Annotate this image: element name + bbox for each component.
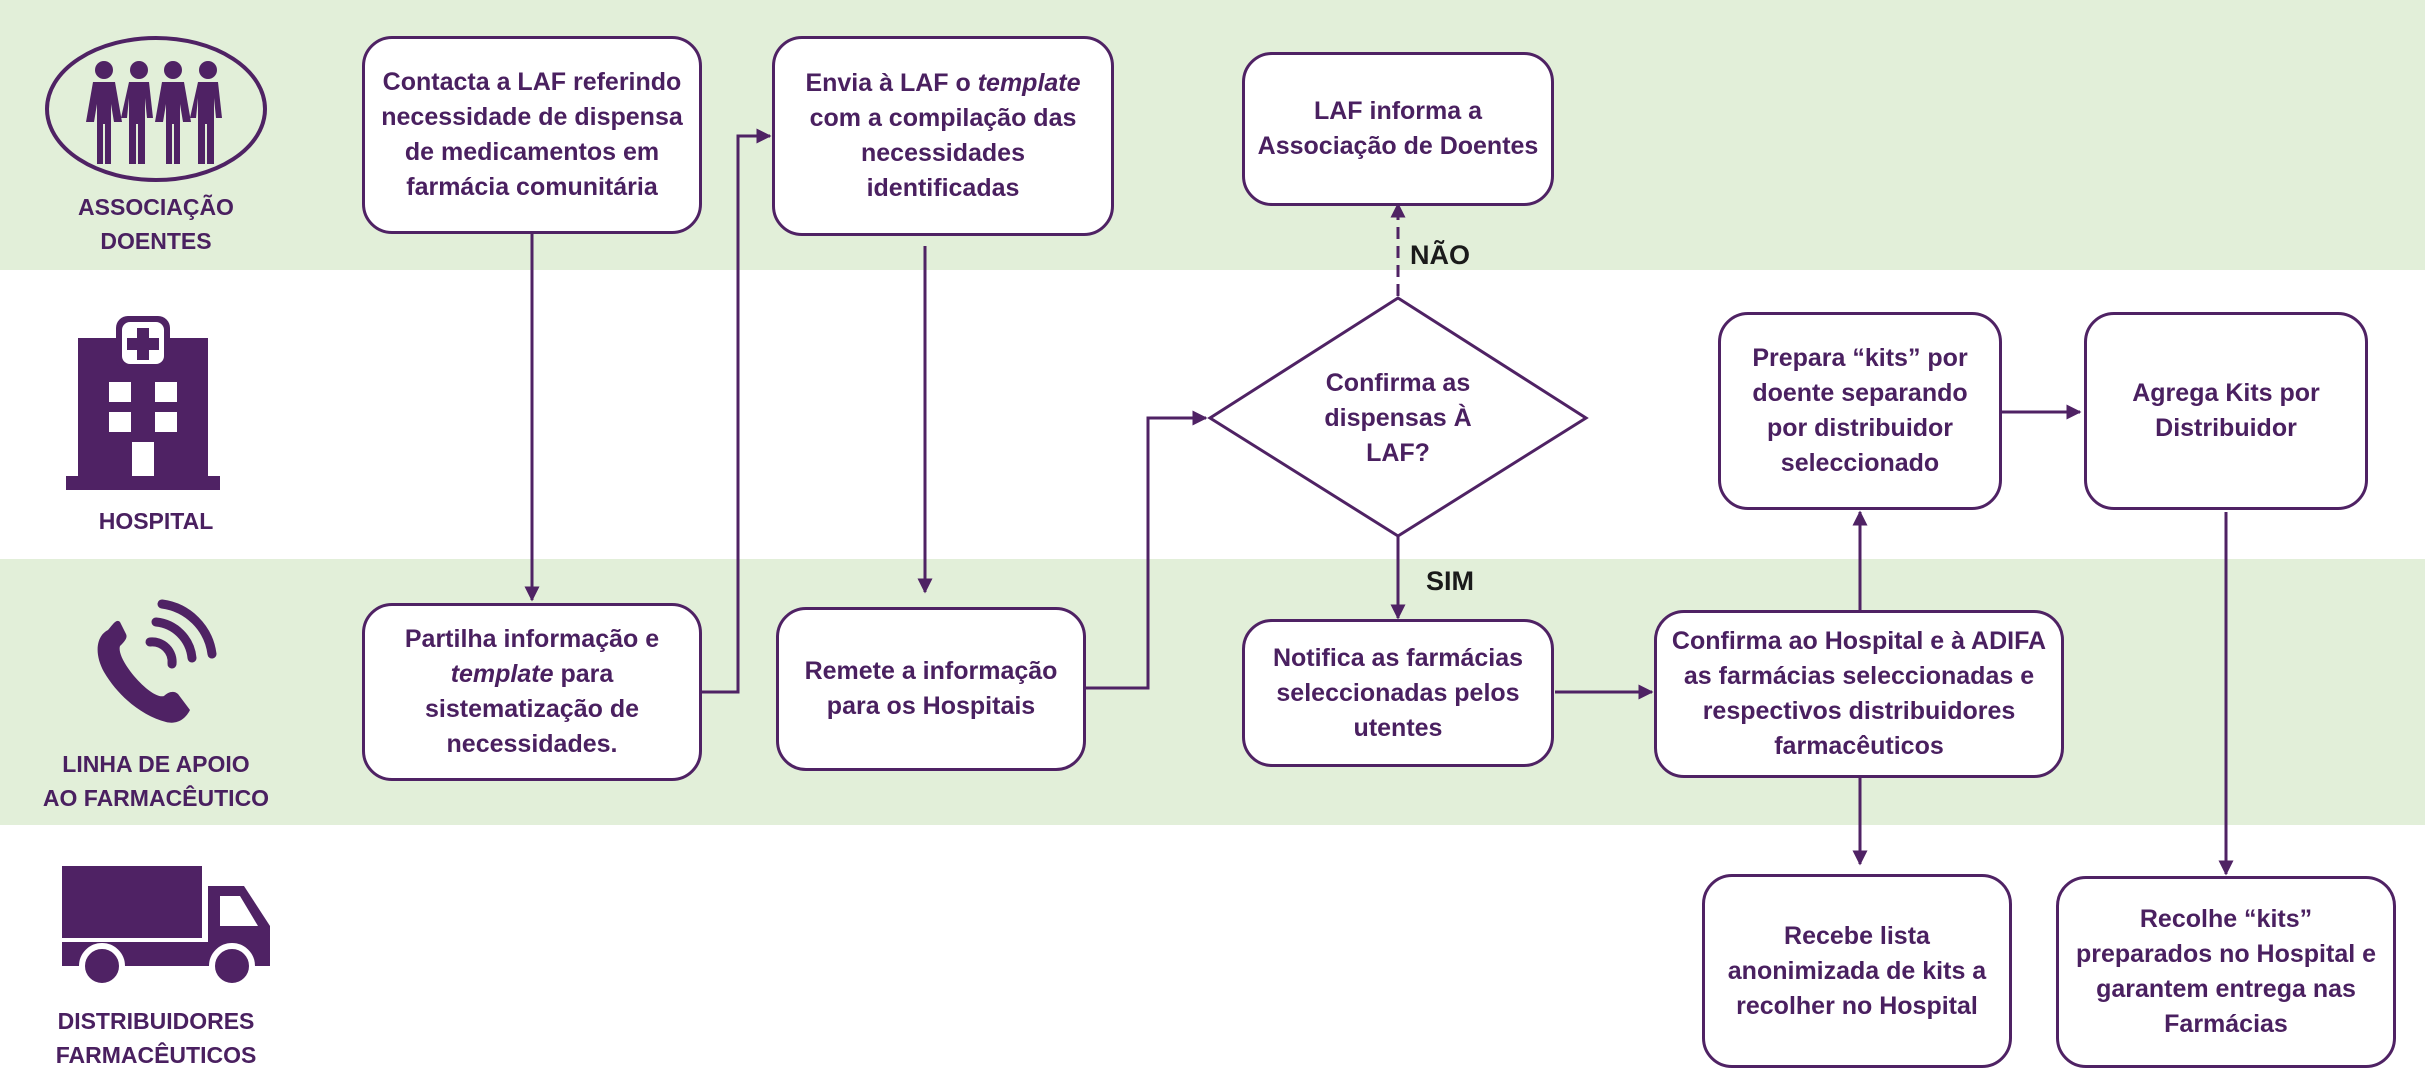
step-recolhe-kits: Recolhe “kits” preparados no Hospital e …	[2056, 876, 2396, 1068]
step-laf-informa: LAF informa a Associação de Doentes	[1242, 52, 1554, 206]
branch-label-sim: SIM	[1426, 566, 1475, 596]
step-partilha-template: Partilha informação e template para sist…	[362, 603, 702, 781]
decision-diamond	[1207, 296, 1589, 538]
step-remete-hospitais: Remete a informação para os Hospitais	[776, 607, 1086, 771]
truck-icon	[62, 866, 270, 989]
decision-confirma-dispensas: Confirma as dispensas À LAF?	[1324, 368, 1472, 467]
lane-label-distribuidores: DISTRIBUIDORES FARMACÊUTICOS	[55, 1008, 257, 1068]
lane-label-associacao: ASSOCIAÇÃO DOENTES	[78, 194, 234, 254]
branch-label-nao: NÃO	[1410, 240, 1470, 270]
phone-icon	[97, 599, 217, 723]
step-confirma-hospital-adifa-text: Confirma ao Hospital e à ADIFA as farmác…	[1671, 627, 2047, 760]
lane-label-hospital: HOSPITAL	[98, 508, 214, 534]
hospital-building-icon	[66, 316, 220, 490]
step-recebe-lista: Recebe lista anonimizada de kits a recol…	[1702, 874, 2012, 1068]
step-prepara-kits-text: Prepara “kits” por doente separando por …	[1752, 344, 1968, 477]
step-agrega-kits-text: Agrega Kits por Distribuidor	[2132, 379, 2320, 442]
step-agrega-kits: Agrega Kits por Distribuidor	[2084, 312, 2368, 510]
people-group-icon	[45, 36, 267, 182]
arrow-partilha-to-envia	[702, 128, 772, 694]
lane-label-linha: LINHA DE APOIO AO FARMACÊUTICO	[42, 751, 270, 811]
step-prepara-kits: Prepara “kits” por doente separando por …	[1718, 312, 2002, 510]
step-laf-informa-text: LAF informa a Associação de Doentes	[1257, 97, 1539, 160]
arrow-remete-to-decision	[1085, 410, 1208, 690]
step-notifica-farmacias-text: Notifica as farmácias seleccionadas pelo…	[1272, 643, 1524, 742]
step-recebe-lista-text: Recebe lista anonimizada de kits a recol…	[1727, 921, 1987, 1020]
step-contacta-laf: Contacta a LAF referindo necessidade de …	[362, 36, 702, 234]
step-contacta-laf-text: Contacta a LAF referindo necessidade de …	[381, 68, 683, 201]
step-recolhe-kits-text: Recolhe “kits” preparados no Hospital e …	[2075, 905, 2377, 1038]
step-notifica-farmacias: Notifica as farmácias seleccionadas pelo…	[1242, 619, 1554, 767]
step-envia-template: Envia à LAF o template com a compilação …	[772, 36, 1114, 236]
step-partilha-template-text: Partilha informação e template para sist…	[404, 625, 660, 758]
step-confirma-hospital-adifa: Confirma ao Hospital e à ADIFA as farmác…	[1654, 610, 2064, 778]
step-remete-hospitais-text: Remete a informação para os Hospitais	[804, 657, 1058, 720]
step-envia-template-text: Envia à LAF o template com a compilação …	[805, 69, 1081, 202]
